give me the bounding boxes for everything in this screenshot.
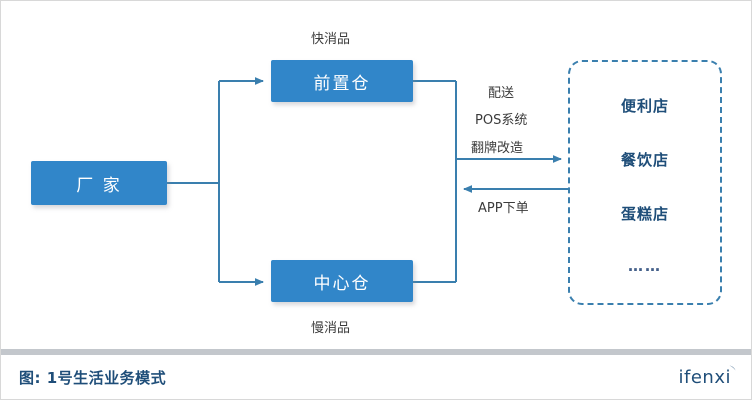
figure-caption: 图: 1号生活业务模式	[19, 368, 167, 387]
node-forward-warehouse[interactable]: 前置仓	[271, 60, 413, 102]
logo-tick-icon	[729, 365, 736, 370]
edge-label-app-order: APP下单	[478, 201, 529, 216]
store-item-restaurant: 餐饮店	[620, 150, 669, 169]
footer-bar: 图: 1号生活业务模式 ifenxi	[1, 355, 751, 399]
node-central-warehouse[interactable]: 中心仓	[271, 260, 413, 302]
brand-wordmark: ifenxi	[678, 366, 731, 388]
store-item-ellipsis: ……	[628, 256, 662, 275]
edge-label-pos-system: POS系统	[475, 113, 528, 128]
node-factory[interactable]: 厂 家	[31, 161, 167, 205]
connector-lines	[167, 77, 568, 286]
edge-label-slow-goods: 慢消品	[311, 321, 351, 336]
store-item-convenience: 便利店	[620, 96, 669, 115]
store-group-container[interactable]: 便利店 餐饮店 蛋糕店 ……	[568, 60, 722, 305]
edge-label-fast-goods: 快消品	[311, 32, 351, 47]
footer-divider	[1, 349, 751, 355]
store-item-cake-shop: 蛋糕店	[620, 204, 669, 223]
edge-label-rebrand: 翻牌改造	[471, 141, 524, 156]
business-model-diagram: 厂 家 前置仓 中心仓 便利店 餐饮店 蛋糕店 …… 快消品 慢消品 配送 PO…	[1, 1, 751, 349]
edge-label-delivery: 配送	[488, 86, 515, 101]
ifenxi-logo: ifenxi	[678, 365, 737, 388]
